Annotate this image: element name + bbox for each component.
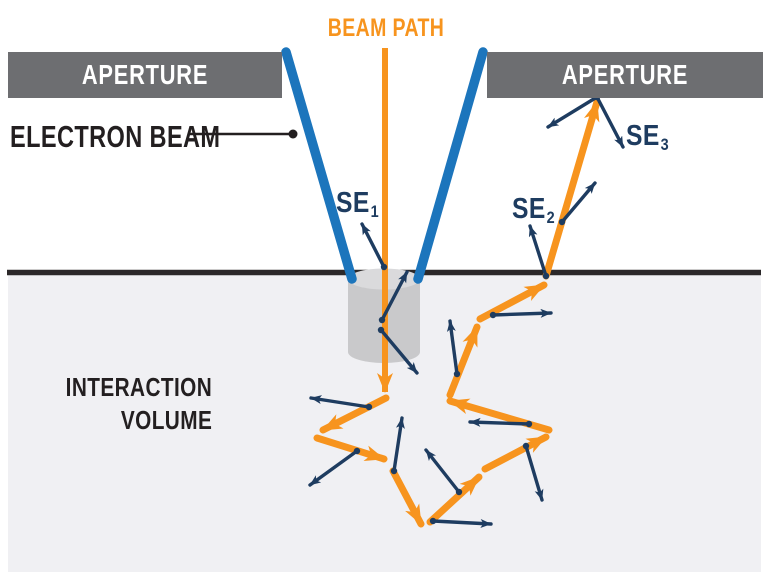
junction-dot <box>542 272 550 280</box>
aperture-right-bar: APERTURE <box>487 52 763 98</box>
secondary-electron-arrow <box>360 222 386 269</box>
scatter-segment-arrow <box>446 397 553 434</box>
secondary-electron-arrow <box>524 444 544 502</box>
pointer-dot <box>288 129 298 139</box>
junction-dot <box>353 447 361 455</box>
scatter-junction-dots <box>353 93 601 525</box>
secondary-electron-arrow <box>560 181 597 224</box>
electron-beam-label: ELECTRON BEAM <box>10 119 221 154</box>
aperture-left-bar: APERTURE <box>8 52 282 98</box>
secondary-electron-arrow <box>528 224 548 278</box>
secondary-electron-arrow <box>491 308 553 318</box>
junction-dot <box>390 467 398 475</box>
scatter-segment-arrow <box>446 323 481 399</box>
scatter-segment-arrow <box>426 473 483 526</box>
junction-dot <box>558 218 566 226</box>
interaction-volume-label: INTERACTION VOLUME <box>29 371 212 437</box>
secondary-electron-arrow <box>308 449 359 487</box>
secondary-electron-arrow <box>431 518 493 528</box>
se3-label: SE3 <box>626 120 670 155</box>
se3-subscript: 3 <box>660 135 670 155</box>
electron-beam-line <box>413 47 488 284</box>
secondary-electron-arrow <box>595 95 625 149</box>
interaction-volume-line2: VOLUME <box>120 405 212 435</box>
se2-label: SE2 <box>512 193 556 228</box>
scatter-segment-arrow <box>481 433 550 473</box>
junction-dot <box>378 316 386 324</box>
aperture-right-label: APERTURE <box>561 59 689 90</box>
secondary-electron-arrows <box>308 95 625 528</box>
electron-beam-lines <box>281 47 488 284</box>
scatter-segment-arrow <box>389 467 425 528</box>
secondary-electron-arrow <box>380 270 409 322</box>
secondary-electron-arrow <box>446 319 459 376</box>
junction-dot <box>429 517 437 525</box>
se1-subscript: 1 <box>370 202 380 222</box>
junction-dot <box>489 311 497 319</box>
electron-beam-pointer <box>189 129 298 139</box>
junction-dot <box>455 488 463 496</box>
secondary-electron-arrow <box>392 416 405 473</box>
junction-dot <box>522 442 530 450</box>
aperture-left-label: APERTURE <box>81 59 209 90</box>
junction-dot <box>525 420 533 428</box>
secondary-electron-arrow <box>468 417 531 427</box>
beam-path-label: BEAM PATH <box>327 14 445 42</box>
electron-beam-line <box>281 47 357 284</box>
se2-subscript: 2 <box>546 208 556 228</box>
se1-label: SE1 <box>336 187 380 222</box>
junction-dot <box>365 403 373 411</box>
secondary-electron-arrow <box>424 448 461 494</box>
scatter-segment-arrow <box>313 434 388 463</box>
junction-dot <box>377 326 385 334</box>
junction-dot <box>380 263 388 271</box>
junction-dot <box>453 370 461 378</box>
secondary-electron-arrow <box>379 328 419 375</box>
secondary-electron-arrow <box>309 395 371 409</box>
scatter-segment-arrow <box>542 98 601 280</box>
interaction-volume-line1: INTERACTION <box>65 372 212 402</box>
scatter-segment-arrow <box>319 394 390 434</box>
secondary-electron-arrow <box>546 95 599 129</box>
